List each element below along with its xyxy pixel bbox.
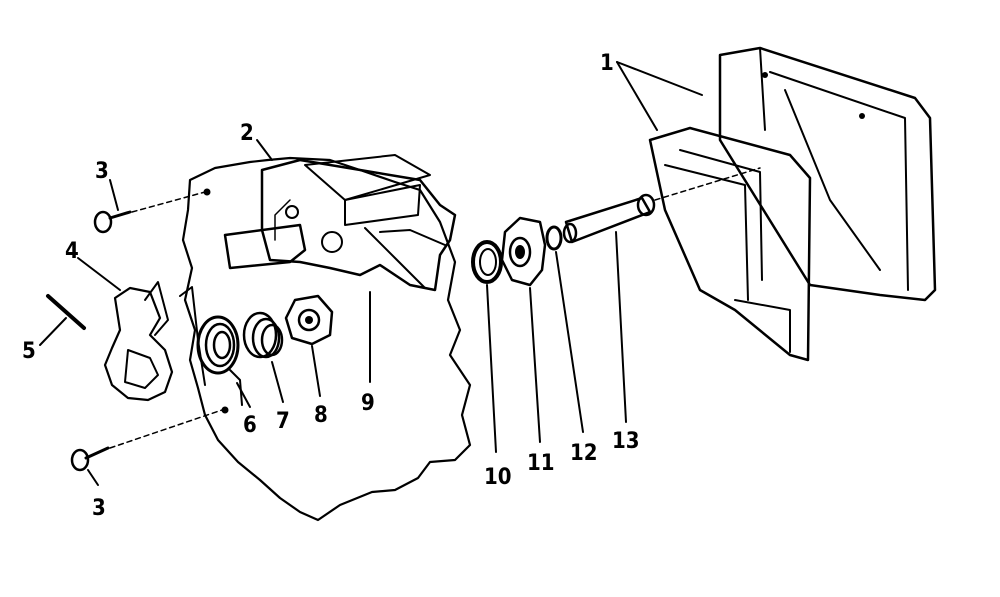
compression-spring — [242, 311, 284, 359]
bracket-assembly — [223, 154, 457, 292]
pin — [46, 294, 86, 330]
callout-1: 1 — [600, 51, 614, 76]
housing-panel — [181, 156, 472, 522]
screw-upper — [93, 191, 206, 234]
callout-3-lower: 3 — [92, 496, 106, 521]
cam-knob — [103, 281, 174, 402]
callout-11: 11 — [527, 451, 555, 476]
callout-6: 6 — [243, 413, 257, 438]
screw-lower — [70, 409, 223, 472]
callout-9: 9 — [361, 391, 375, 416]
leader-lines — [39, 61, 703, 486]
callout-3-upper: 3 — [95, 159, 109, 184]
callout-10: 10 — [484, 465, 512, 490]
callout-4: 4 — [65, 239, 79, 264]
door-assembly — [648, 46, 937, 362]
hex-nut — [284, 294, 334, 346]
callout-8: 8 — [314, 403, 328, 428]
callout-2: 2 — [240, 121, 254, 146]
retaining-ring — [471, 240, 503, 284]
callout-labels: 1 2 3 3 4 5 6 7 8 9 10 11 12 13 — [22, 51, 640, 521]
callout-13: 13 — [612, 429, 640, 454]
hub — [500, 216, 547, 287]
callout-12: 12 — [570, 441, 598, 466]
shaft — [562, 167, 761, 244]
callout-5: 5 — [22, 339, 36, 364]
callout-7: 7 — [276, 409, 290, 434]
torsion-spring — [179, 286, 243, 406]
washer — [545, 225, 563, 251]
